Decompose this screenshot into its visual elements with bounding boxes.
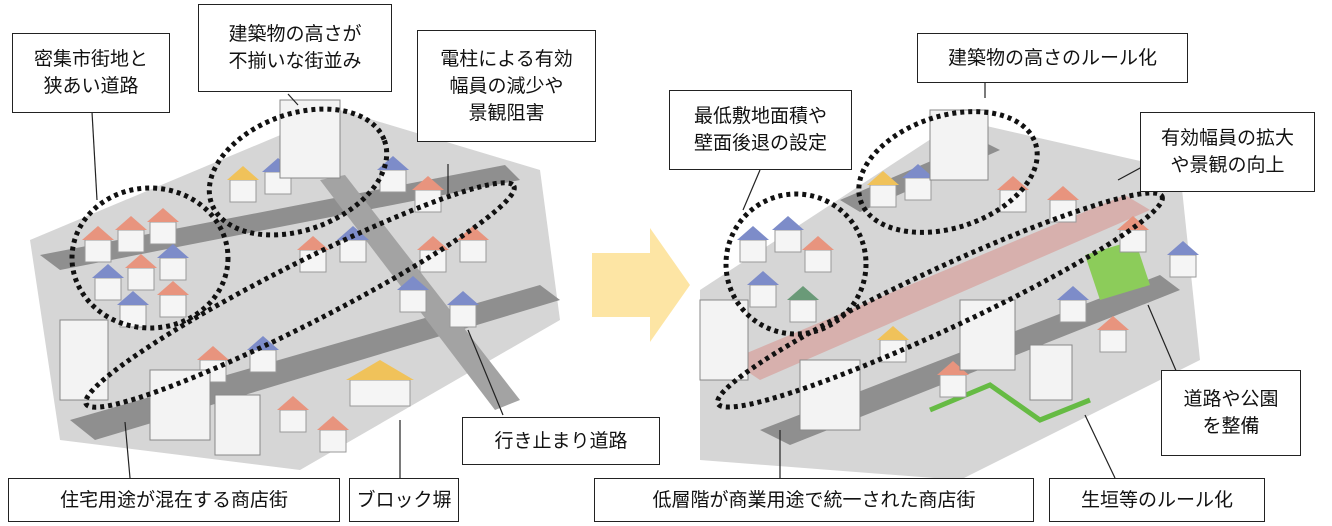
before-highlight-ellipses	[69, 106, 517, 410]
after-highlight-ellipses	[715, 109, 1165, 410]
transition-arrow	[592, 228, 690, 342]
label-low-floor: 低層階が商業用途で統一された商店街	[594, 478, 1034, 522]
after-houses	[737, 164, 1199, 398]
label-block-wall: ブロック塀	[349, 478, 459, 522]
label-hedge: 生垣等のルール化	[1049, 478, 1265, 522]
label-width: 有効幅員の拡大 や景観の向上	[1140, 112, 1315, 192]
label-dense-area: 密集市街地と 狭あい道路	[12, 33, 170, 113]
label-min-lot: 最低敷地面積や 壁面後退の設定	[669, 90, 852, 170]
before-houses	[82, 156, 489, 453]
before-town	[30, 99, 560, 470]
label-dead-end: 行き止まり道路	[462, 417, 660, 465]
after-park	[1085, 240, 1150, 300]
leader-lines	[91, 82, 1181, 479]
ellipse-dense-area	[69, 185, 231, 331]
label-mixed-use: 住宅用途が混在する商店街	[8, 478, 340, 522]
after-town	[699, 109, 1200, 480]
label-road-park: 道路や公園 を整備	[1161, 370, 1301, 456]
after-apartments	[699, 109, 1073, 431]
ellipse-height	[206, 106, 390, 238]
after-road-main	[730, 195, 1150, 380]
label-height: 建築物の高さが 不揃いな街並み	[198, 4, 392, 92]
label-pole: 電柱による有効 幅員の減少や 景観阻害	[417, 30, 596, 142]
ellipse-height-rule	[856, 109, 1040, 235]
ellipse-min-lot	[723, 191, 869, 337]
ellipse-widened-street	[715, 190, 1165, 410]
label-height-rule: 建築物の高さのルール化	[917, 33, 1188, 83]
ellipse-street	[83, 180, 517, 410]
